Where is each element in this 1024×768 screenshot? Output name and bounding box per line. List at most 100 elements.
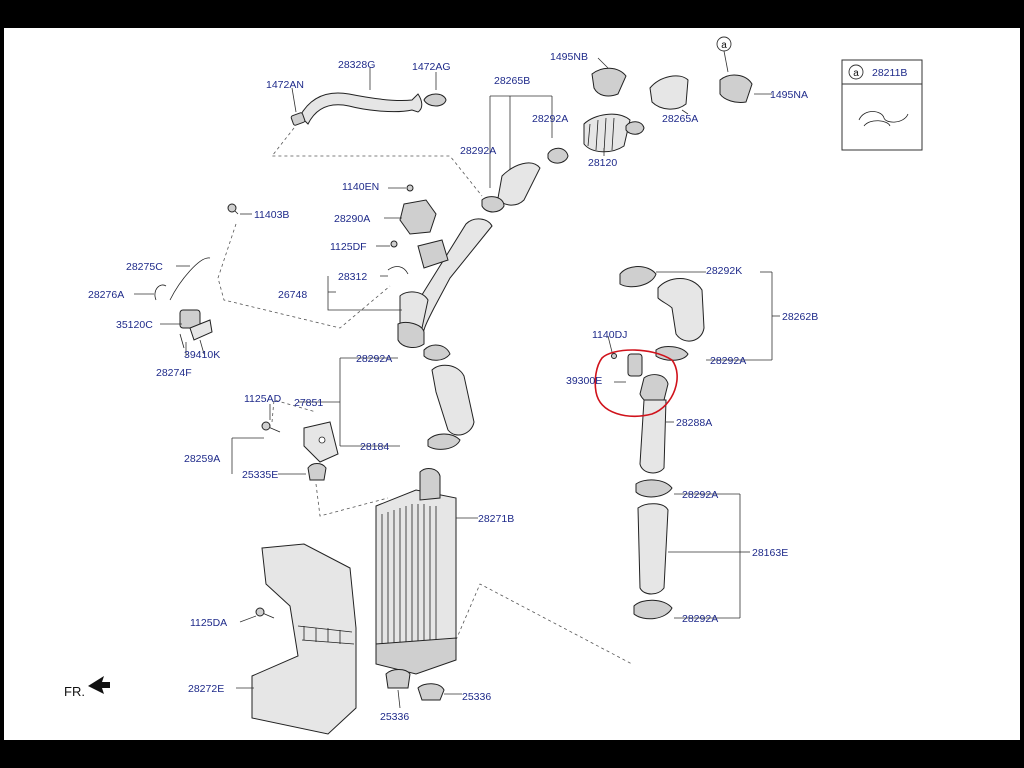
- upper-hose-group: [271, 68, 483, 197]
- clamp-28292A-lower-28163E: [633, 599, 673, 620]
- intercooler-fins: [381, 504, 437, 654]
- label-1495NA: 1495NA: [770, 89, 808, 101]
- clamp-28292A-lower-28262B: [655, 346, 689, 361]
- label-26748: 26748: [278, 289, 307, 301]
- hose-27851-group: [231, 344, 475, 517]
- label-1125DF: 1125DF: [330, 241, 367, 253]
- label-11403B: 11403B: [254, 209, 289, 221]
- clamp-28292A-left: [481, 196, 505, 213]
- label-39300E: 39300E: [566, 375, 602, 387]
- label-39410K: 39410K: [184, 349, 220, 361]
- bellows-28120: [583, 113, 631, 153]
- label-28292A-27851-top: 28292A: [356, 353, 392, 365]
- bolt-1140EN: [406, 184, 414, 192]
- label-28271B: 28271B: [478, 513, 514, 525]
- label-28292A-28163E-bottom: 28292A: [682, 613, 718, 625]
- hose-28312: [387, 266, 409, 275]
- hose-clip-icon: [858, 111, 909, 127]
- label-28292A-28163E-top: 28292A: [682, 489, 718, 501]
- fitting-1472AN: [290, 112, 306, 126]
- hose-28163E: [637, 503, 669, 595]
- label-1472AG: 1472AG: [412, 61, 451, 73]
- grommet-25335E: [307, 463, 327, 481]
- parts-diagram-sheet: a 28211B: [4, 28, 1020, 740]
- label-28184: 28184: [360, 441, 389, 453]
- clamp-28292A-upper: [625, 121, 645, 135]
- label-28328G: 28328G: [338, 59, 375, 71]
- bolt-1125DF: [390, 240, 398, 248]
- hose-28274F: [179, 333, 185, 349]
- actuator-28290A: [399, 199, 437, 235]
- grommet-25336-right: [417, 683, 445, 701]
- label-28276A: 28276A: [88, 289, 124, 301]
- label-27851: 27851: [294, 397, 323, 409]
- clamp-28292A-right: [547, 147, 569, 164]
- callout-marker-letter: a: [721, 40, 727, 51]
- label-25336-left: 25336: [380, 711, 409, 723]
- label-28288A: 28288A: [676, 417, 712, 429]
- label-28292A-28262B: 28292A: [710, 355, 746, 367]
- intake-pipe-group: [327, 184, 493, 348]
- clamp-28292A-top-27851: [423, 344, 451, 361]
- label-35120C: 35120C: [116, 319, 153, 331]
- label-1495NB: 1495NB: [550, 51, 588, 63]
- legend-part-label: 28211B: [872, 67, 907, 79]
- label-25336-right: 25336: [462, 691, 491, 703]
- seal-1495NA: [719, 74, 753, 103]
- clamp-28292A-upper-28163E: [635, 479, 673, 498]
- air-guide-group: FR.: [64, 543, 357, 735]
- hose-28265A: [649, 75, 689, 110]
- front-arrow-icon: [88, 676, 110, 694]
- label-28312: 28312: [338, 271, 367, 283]
- label-28259A: 28259A: [184, 453, 220, 465]
- label-1140DJ: 1140DJ: [592, 329, 627, 341]
- label-28292K: 28292K: [706, 265, 742, 277]
- label-28272E: 28272E: [188, 683, 224, 695]
- label-1125AD: 1125AD: [244, 393, 282, 405]
- vacuum-parts-group: [134, 203, 391, 356]
- pipe-flange-28288A: [639, 374, 669, 404]
- label-1472AN: 1472AN: [266, 79, 304, 91]
- legend-marker-letter: a: [853, 68, 859, 79]
- part-labels: 1472AN 28328G 1472AG 1495NB 1495NA 28265…: [88, 51, 818, 723]
- intercooler-tank: [375, 637, 457, 675]
- label-28292A-top-left: 28292A: [460, 145, 496, 157]
- clamp-28292K: [619, 266, 657, 288]
- hose-28275C: [169, 257, 211, 301]
- label-1125DA: 1125DA: [190, 617, 227, 629]
- parts-diagram: a 28211B: [64, 36, 923, 735]
- grommet-25336-left: [385, 669, 411, 689]
- hose-28262B: [657, 278, 705, 342]
- label-1140EN: 1140EN: [342, 181, 379, 193]
- seal-1495NB: [591, 67, 627, 97]
- bracket-28290A: [417, 239, 449, 269]
- upper-hose-28328G: [299, 92, 423, 125]
- label-25335E: 25335E: [242, 469, 278, 481]
- bolt-1140DJ: [611, 353, 617, 359]
- label-28262B: 28262B: [782, 311, 818, 323]
- intake-hoses-group: a: [481, 36, 772, 213]
- label-28290A: 28290A: [334, 213, 370, 225]
- hose-27851: [431, 364, 475, 436]
- front-orientation-label: FR.: [64, 684, 85, 699]
- sensor-39300E: [627, 353, 643, 377]
- label-28163E: 28163E: [752, 547, 788, 559]
- clamp-1472AG: [423, 93, 447, 107]
- hose-28265B: [497, 162, 541, 206]
- label-28265A: 28265A: [662, 113, 698, 125]
- pipe-end-26748: [397, 321, 425, 348]
- clamp-28184: [427, 433, 461, 450]
- highlight-circle: [594, 349, 678, 417]
- label-28265B: 28265B: [494, 75, 530, 87]
- bracket-39410K: [189, 319, 213, 341]
- label-28275C: 28275C: [126, 261, 163, 273]
- legend-box: a 28211B: [841, 59, 923, 151]
- label-28292A-top-right: 28292A: [532, 113, 568, 125]
- hose-28262B-group: [619, 266, 780, 361]
- pipe-28288A: [639, 399, 667, 474]
- label-28274F: 28274F: [156, 367, 192, 379]
- intercooler-inlet: [419, 468, 441, 501]
- hose-28276A: [154, 284, 167, 301]
- pipe-28288A-group: [594, 335, 750, 620]
